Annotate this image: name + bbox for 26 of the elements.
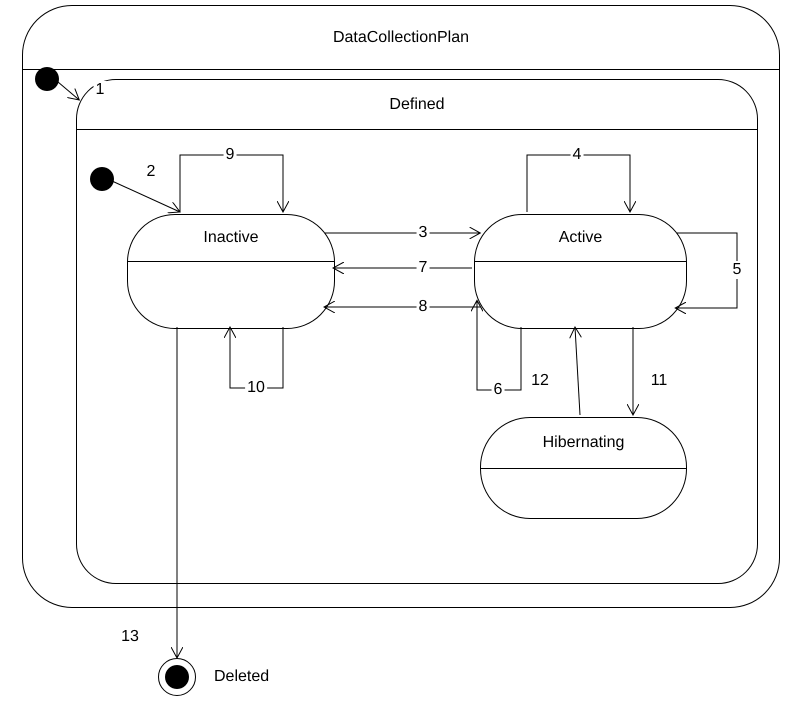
transition-arrow	[569, 326, 582, 416]
transition-arrow	[180, 154, 290, 212]
transition-arrow	[324, 226, 481, 240]
state-box	[480, 417, 687, 519]
state-name: Defined	[388, 94, 446, 114]
transition-arrow	[470, 300, 522, 390]
edge-label: 5	[730, 261, 744, 279]
transition-arrow	[323, 300, 482, 314]
state-name: Hibernating	[542, 433, 626, 453]
initial-state	[90, 167, 114, 191]
transition-arrow	[112, 180, 180, 214]
state-box	[127, 214, 335, 329]
transition-arrow	[526, 154, 636, 212]
transition-arrow	[332, 262, 472, 274]
initial-state	[35, 67, 59, 91]
final-state	[158, 658, 196, 696]
transition-arrow	[170, 326, 184, 658]
state-name: Deleted	[214, 668, 270, 686]
transition-arrow	[58, 82, 80, 100]
transition-arrow	[224, 326, 284, 388]
transition-arrow	[674, 232, 738, 314]
state-box	[474, 214, 687, 329]
state-name: Inactive	[202, 228, 260, 248]
transition-arrow	[626, 326, 640, 416]
state-name: Active	[558, 228, 604, 248]
state-name: DataCollectionPlan	[332, 28, 470, 48]
